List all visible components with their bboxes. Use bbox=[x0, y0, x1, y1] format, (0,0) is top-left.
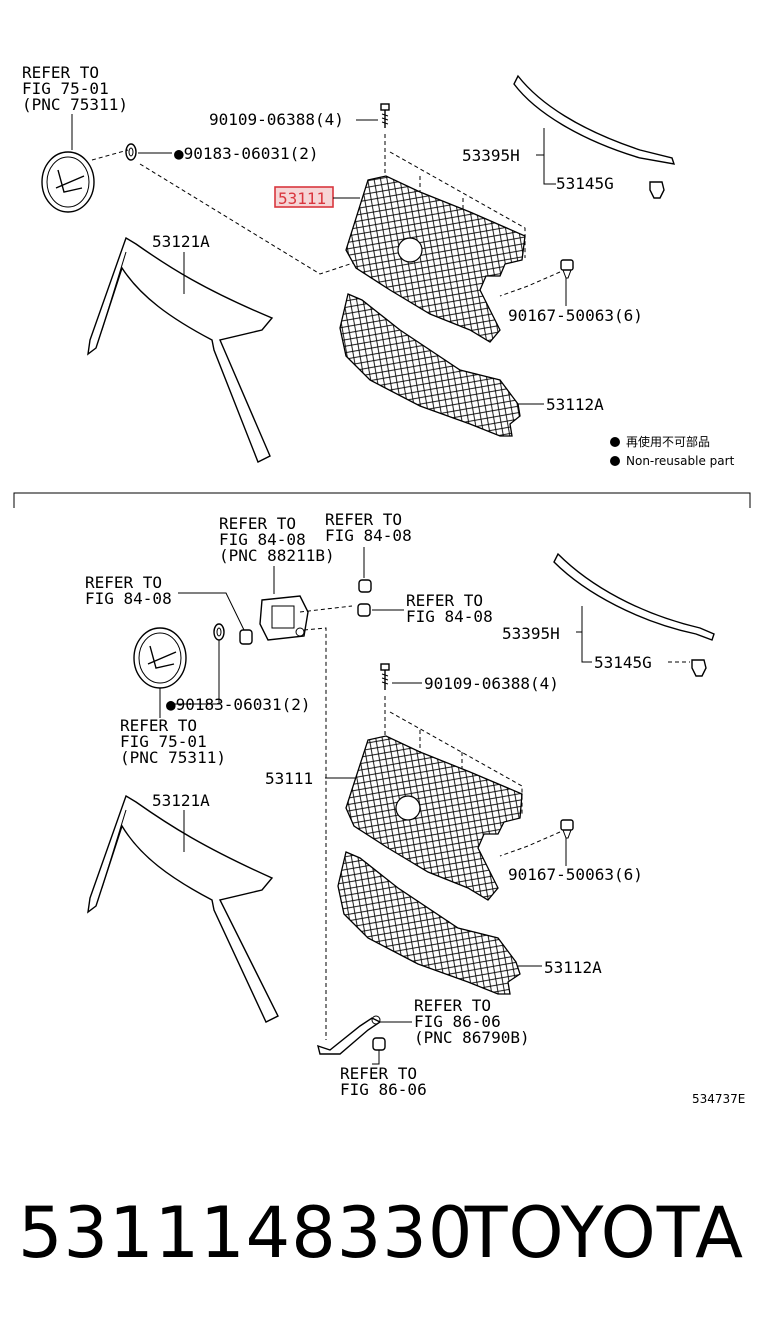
molding-part-label: 53395H bbox=[462, 146, 520, 165]
upper-grille[interactable] bbox=[345, 175, 526, 343]
emblem-icon-bottom[interactable] bbox=[133, 627, 187, 689]
clip-part-label: ●90183-06031(2) bbox=[174, 144, 319, 163]
lower-grille-bottom[interactable] bbox=[337, 851, 521, 995]
screw-part-label: 90167-50063(6) bbox=[508, 306, 643, 325]
refer-nut-right: REFER TO FIG 84-08 bbox=[406, 591, 493, 626]
bolt-part-label-bottom: 90109-06388(4) bbox=[424, 674, 559, 693]
non-reusable-dot-icon-2 bbox=[610, 456, 620, 466]
part-number: 5311148330 bbox=[18, 1192, 474, 1274]
upper-grille-bottom[interactable] bbox=[345, 735, 523, 901]
grille-frame[interactable] bbox=[87, 236, 274, 463]
molding-clip-part-label: 53145G bbox=[556, 174, 614, 193]
refer-nut-left: REFER TO FIG 84-08 bbox=[85, 573, 172, 608]
refer-harness: REFER TO FIG 86-06 (PNC 86790B) bbox=[414, 996, 530, 1047]
molding-clip-part-label-bottom: 53145G bbox=[594, 653, 652, 672]
highlight-box bbox=[274, 186, 334, 208]
frame-part-label: 53121A bbox=[152, 232, 210, 251]
grille-part-label-bottom: 53111 bbox=[265, 769, 313, 788]
lower-grille-part-label-bottom: 53112A bbox=[544, 958, 602, 977]
bolt-part-label: 90109-06388(4) bbox=[209, 110, 344, 129]
clip-icon[interactable] bbox=[125, 143, 137, 161]
diagram-code: 534737E bbox=[692, 1092, 745, 1106]
grille-part-label[interactable]: 53111 bbox=[278, 189, 326, 208]
clip-part-label-bottom: ●90183-06031(2) bbox=[166, 695, 311, 714]
refer-emblem-top: REFER TO FIG 75-01 (PNC 75311) bbox=[22, 63, 128, 114]
screw-icon[interactable] bbox=[560, 259, 574, 279]
non-reusable-dot-icon bbox=[610, 437, 620, 447]
refer-harness-b: REFER TO FIG 86-06 bbox=[340, 1064, 427, 1099]
bottom-panel: REFER TO FIG 84-08 (PNC 88211B) REFER TO… bbox=[85, 510, 745, 1106]
upper-molding[interactable] bbox=[513, 74, 676, 165]
bolt-icon-bottom[interactable] bbox=[380, 663, 390, 690]
emblem-icon[interactable] bbox=[41, 151, 95, 213]
screw-icon-bottom[interactable] bbox=[560, 819, 574, 839]
molding-clip-icon[interactable] bbox=[649, 181, 665, 199]
refer-sensor-b: REFER TO FIG 84-08 bbox=[325, 510, 412, 545]
molding-clip-icon-bottom[interactable] bbox=[691, 659, 707, 677]
sensor-bracket[interactable] bbox=[259, 595, 309, 641]
grille-frame-bottom[interactable] bbox=[87, 794, 279, 1023]
bolt-icon[interactable] bbox=[380, 103, 390, 128]
clip-icon-bottom[interactable] bbox=[213, 623, 225, 641]
refer-emblem-bottom: REFER TO FIG 75-01 (PNC 75311) bbox=[120, 716, 226, 767]
refer-sensor: REFER TO FIG 84-08 (PNC 88211B) bbox=[219, 514, 335, 565]
upper-molding-bottom[interactable] bbox=[553, 552, 715, 641]
legend-en: Non-reusable part bbox=[626, 454, 735, 468]
lower-grille-part-label: 53112A bbox=[546, 395, 604, 414]
lower-grille[interactable] bbox=[339, 293, 521, 437]
legend-cn: 再使用不可部品 bbox=[626, 434, 710, 449]
brand-name: TOYOTA bbox=[464, 1192, 744, 1274]
nut-icon[interactable] bbox=[357, 579, 372, 617]
panel-divider bbox=[13, 492, 751, 508]
frame-part-label-bottom: 53121A bbox=[152, 791, 210, 810]
molding-part-label-bottom: 53395H bbox=[502, 624, 560, 643]
wire-harness[interactable] bbox=[317, 1015, 382, 1055]
nut-icon-left[interactable] bbox=[239, 629, 253, 645]
screw-part-label-bottom: 90167-50063(6) bbox=[508, 865, 643, 884]
top-panel: REFER TO FIG 75-01 (PNC 75311) ●90183-06… bbox=[22, 63, 735, 468]
harness-clip-icon[interactable] bbox=[372, 1037, 386, 1051]
